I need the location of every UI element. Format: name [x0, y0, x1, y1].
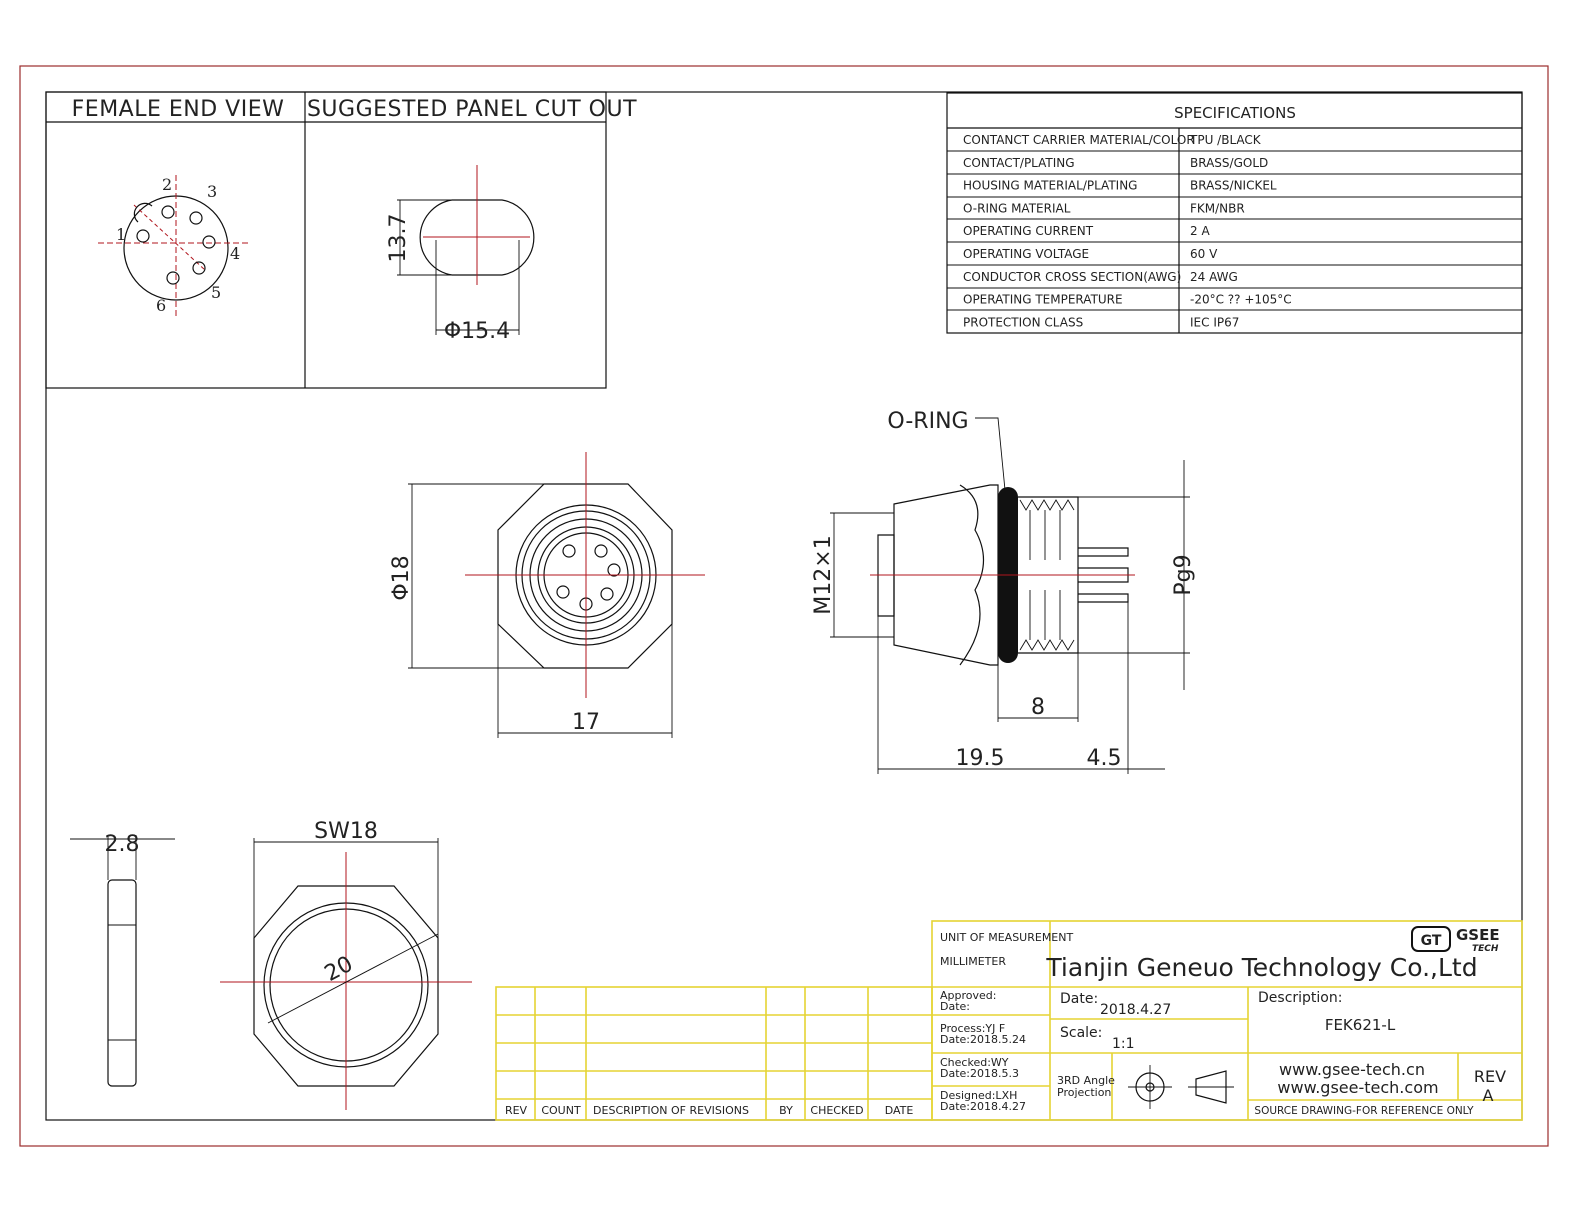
approved-date: Date: — [940, 1000, 970, 1013]
logo-sub: TECH — [1472, 944, 1499, 954]
designed-date: Date:2018.4.27 — [940, 1100, 1026, 1113]
scale-label: Scale: — [1060, 1025, 1102, 1041]
spec-value: -20°C ?? +105°C — [1190, 293, 1292, 307]
projection-line1: 3RD Angle — [1057, 1074, 1115, 1087]
front-view: Φ18 17 — [389, 452, 705, 738]
rev-value: A — [1483, 1086, 1494, 1105]
pin-2-label: 2 — [162, 175, 172, 194]
d19-5-label: 19.5 — [956, 746, 1005, 771]
source-note: SOURCE DRAWING-FOR REFERENCE ONLY — [1254, 1105, 1474, 1117]
width17-label: 17 — [572, 710, 600, 735]
female-end-view-title: FEMALE END VIEW — [72, 97, 285, 122]
pin-6-label: 6 — [156, 296, 166, 315]
by-header: BY — [779, 1104, 793, 1117]
description-value: FEK621-L — [1325, 1016, 1396, 1034]
specifications-table: SPECIFICATIONS — [946, 92, 1523, 334]
website-1[interactable]: www.gsee-tech.cn — [1279, 1060, 1425, 1079]
rev-header: REV — [505, 1104, 528, 1117]
spec-label: CONDUCTOR CROSS SECTION(AWG) — [963, 270, 1181, 284]
gsee-logo: GT GSEE TECH — [1411, 926, 1500, 954]
process-date: Date:2018.5.24 — [940, 1033, 1026, 1046]
date-header: DATE — [885, 1104, 914, 1117]
unit-label: UNIT OF MEASUREMENT — [940, 931, 1073, 944]
spec-label: OPERATING CURRENT — [963, 224, 1094, 238]
spec-label: O-RING MATERIAL — [963, 201, 1071, 215]
views-box: FEMALE END VIEW SUGGESTED PANEL CUT OUT — [45, 91, 637, 389]
description-header: DESCRIPTION OF REVISIONS — [593, 1104, 749, 1117]
revision-table: REV COUNT DESCRIPTION OF REVISIONS BY CH… — [495, 986, 933, 1121]
gt-logo-icon: GT — [1421, 933, 1442, 949]
pin-1-label: 1 — [116, 225, 126, 244]
count-header: COUNT — [541, 1104, 581, 1117]
rev-label: REV — [1474, 1067, 1506, 1086]
third-angle-projection-icon — [1128, 1065, 1234, 1109]
d2-8-label: 2.8 — [105, 832, 140, 857]
outer-frame — [19, 65, 1549, 1147]
panel-cut-out-title: SUGGESTED PANEL CUT OUT — [307, 97, 637, 122]
sw18-label: SW18 — [314, 819, 378, 844]
spec-value: 60 V — [1190, 247, 1218, 261]
date-value: 2018.4.27 — [1100, 1002, 1171, 1018]
designed-label: Designed:LXH — [940, 1089, 1017, 1102]
pin-4-label: 4 — [230, 244, 240, 263]
o-ring-label: O-RING — [887, 409, 968, 434]
website-2[interactable]: www.gsee-tech.com — [1277, 1078, 1438, 1097]
cutout-height-label: 13.7 — [386, 214, 411, 263]
nut-front-view: SW18 20 — [220, 819, 472, 1110]
pg9-label: Pg9 — [1171, 554, 1196, 595]
spec-label: PROTECTION CLASS — [963, 315, 1083, 329]
m12-label: M12×1 — [811, 535, 836, 614]
projection-line2: Projection — [1057, 1086, 1111, 1099]
logo-text: GSEE — [1456, 926, 1500, 944]
approved-label: Approved: — [940, 989, 996, 1002]
side-view: O-RING M12×1 Pg9 8 19.5 4.5 — [811, 409, 1196, 774]
checked-label: Checked:WY — [940, 1056, 1009, 1069]
spec-value: BRASS/GOLD — [1190, 156, 1268, 170]
title-block: UNIT OF MEASUREMENT MILLIMETER Tianjin G… — [931, 920, 1523, 1121]
spec-label: OPERATING VOLTAGE — [963, 247, 1089, 261]
checked-header: CHECKED — [810, 1104, 863, 1117]
spec-value: BRASS/NICKEL — [1190, 179, 1277, 193]
spec-value: FKM/NBR — [1190, 201, 1245, 215]
spec-label: OPERATING TEMPERATURE — [963, 293, 1123, 307]
pin-3-label: 3 — [207, 182, 217, 201]
scale-value: 1:1 — [1112, 1036, 1135, 1052]
nut-side-view: 2.8 — [70, 832, 175, 1087]
spec-label: CONTANCT CARRIER MATERIAL/COLOR — [963, 133, 1195, 147]
female-end-view-diagram: 1 2 3 4 5 6 — [98, 175, 248, 318]
spec-value: 2 A — [1190, 224, 1210, 238]
specifications-title: SPECIFICATIONS — [1174, 104, 1296, 122]
unit-value: MILLIMETER — [940, 955, 1006, 968]
dia18-label: Φ18 — [389, 555, 414, 600]
spec-label: CONTACT/PLATING — [963, 156, 1075, 170]
d8-label: 8 — [1031, 695, 1045, 720]
spec-value: 24 AWG — [1190, 270, 1238, 284]
spec-label: HOUSING MATERIAL/PLATING — [963, 179, 1137, 193]
process-label: Process:YJ F — [940, 1022, 1005, 1035]
date-label: Date: — [1060, 991, 1098, 1007]
panel-cutout-diagram: 13.7 Φ15.4 — [386, 165, 535, 344]
company-name: Tianjin Geneuo Technology Co.,Ltd — [1045, 953, 1477, 982]
cutout-diameter-label: Φ15.4 — [444, 319, 510, 344]
checked-date: Date:2018.5.3 — [940, 1067, 1019, 1080]
spec-value: IEC IP67 — [1190, 315, 1239, 329]
pin-5-label: 5 — [211, 283, 221, 302]
d4-5-label: 4.5 — [1087, 746, 1122, 771]
description-label: Description: — [1258, 990, 1342, 1006]
spec-value: TPU /BLACK — [1189, 133, 1262, 147]
